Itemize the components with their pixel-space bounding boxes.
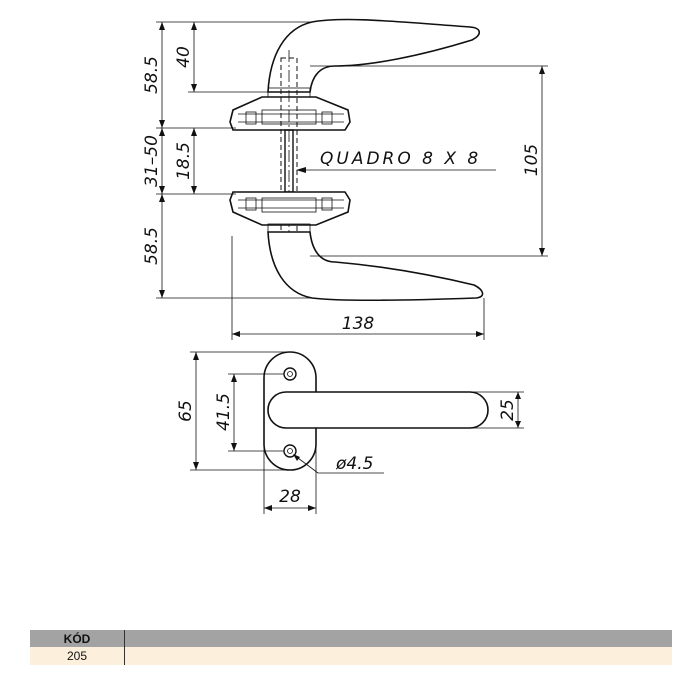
- lower-lever: [267, 231, 484, 302]
- dim-total-length: 138: [342, 314, 375, 334]
- table-header-row: KÓD: [30, 630, 672, 647]
- row-filler: [124, 647, 672, 665]
- dim-hole-diameter: ø4.5: [335, 454, 373, 474]
- front-lever: [267, 391, 489, 429]
- dim-center-height: 105: [522, 144, 542, 176]
- dim-gap: 18.5: [174, 142, 194, 180]
- dim-rose-height: 65: [176, 400, 196, 422]
- code-value: 205: [30, 647, 125, 665]
- table-row: 205: [30, 647, 672, 665]
- dim-lever-width: 25: [498, 399, 518, 421]
- header-filler: [124, 630, 672, 647]
- top-view: 138 105 58.5 31–50 58.5 40: [142, 18, 548, 340]
- front-view: 65 41.5 25 28 ø4.5: [176, 351, 524, 514]
- code-table: KÓD 205: [30, 630, 672, 665]
- code-header: KÓD: [30, 630, 125, 647]
- dim-rose-width: 28: [279, 487, 301, 507]
- dim-hole-spacing: 41.5: [214, 393, 234, 431]
- spindle-label: QUADRO 8 X 8: [320, 149, 481, 169]
- upper-lever: [267, 18, 481, 93]
- dim-spindle-range: 31–50: [142, 135, 162, 187]
- dim-lever-offset: 40: [174, 46, 194, 68]
- dim-upper-handle: 58.5: [142, 56, 162, 94]
- dim-lower-handle: 58.5: [142, 227, 162, 265]
- technical-drawing: 138 105 58.5 31–50 58.5 40: [142, 18, 548, 514]
